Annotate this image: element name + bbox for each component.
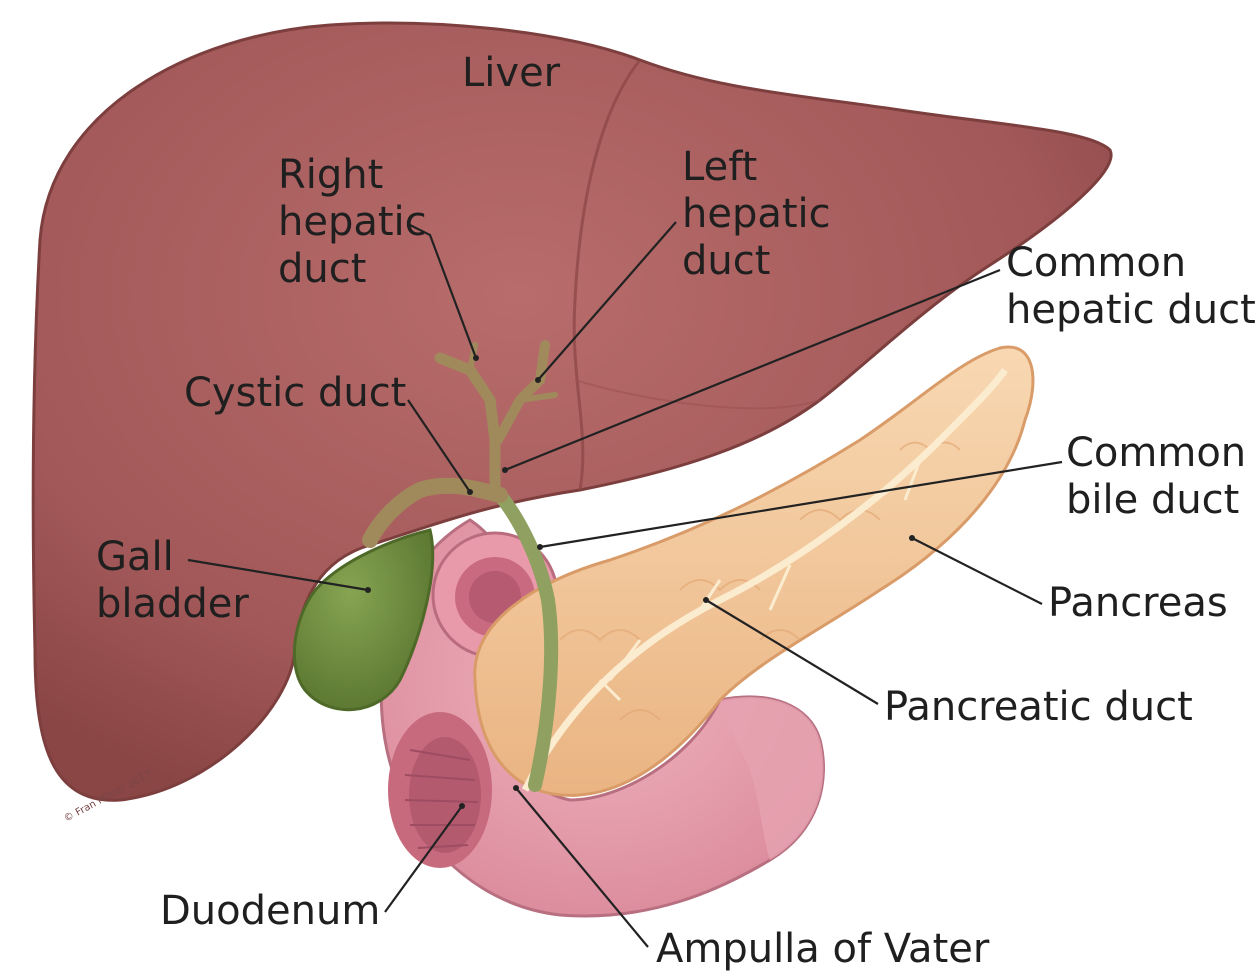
label-ampulla-of-vater: Ampulla of Vater xyxy=(656,926,989,973)
label-common-bile-duct-line1: Common xyxy=(1066,430,1246,477)
label-pancreatic-duct: Pancreatic duct xyxy=(884,684,1193,731)
label-left-hepatic-duct: Left hepatic duct xyxy=(682,144,831,285)
label-common-hepatic-duct: Common hepatic duct xyxy=(1006,240,1256,334)
label-gall-bladder: Gall bladder xyxy=(96,534,249,628)
label-duodenum: Duodenum xyxy=(160,888,380,935)
label-pancreas: Pancreas xyxy=(1048,580,1228,627)
label-common-hepatic-duct-line2: hepatic duct xyxy=(1006,287,1256,334)
label-right-hepatic-duct-line3: duct xyxy=(278,246,427,293)
leader-pancreas xyxy=(912,538,1042,604)
label-gall-bladder-line2: bladder xyxy=(96,581,249,628)
label-right-hepatic-duct-line1: Right xyxy=(278,152,427,199)
label-gall-bladder-line1: Gall xyxy=(96,534,249,581)
label-common-hepatic-duct-line1: Common xyxy=(1006,240,1256,287)
label-left-hepatic-duct-line2: hepatic xyxy=(682,191,831,238)
label-common-bile-duct: Common bile duct xyxy=(1066,430,1246,524)
label-right-hepatic-duct-line2: hepatic xyxy=(278,199,427,246)
label-left-hepatic-duct-line1: Left xyxy=(682,144,831,191)
label-cystic-duct: Cystic duct xyxy=(184,370,406,417)
label-liver: Liver xyxy=(462,50,560,97)
label-right-hepatic-duct: Right hepatic duct xyxy=(278,152,427,293)
label-left-hepatic-duct-line3: duct xyxy=(682,238,831,285)
label-common-bile-duct-line2: bile duct xyxy=(1066,477,1246,524)
